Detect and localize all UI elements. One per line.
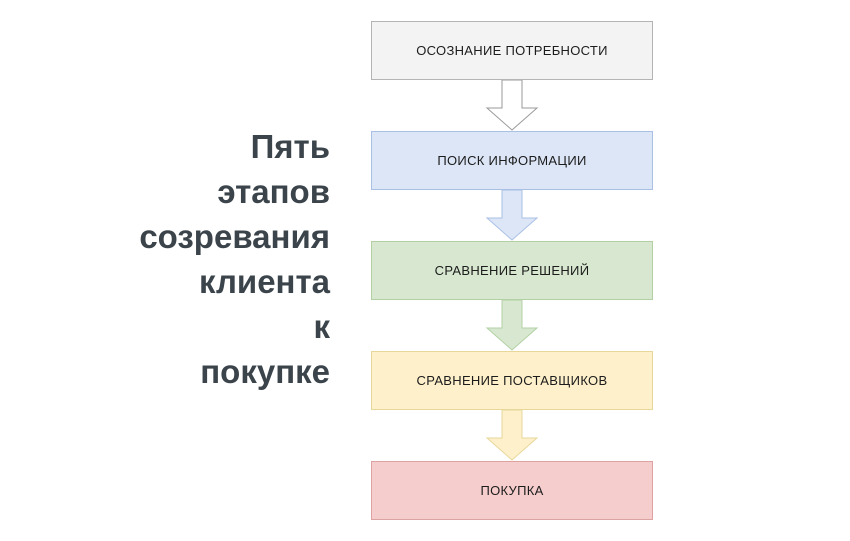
stage-box-3[interactable]: СРАВНЕНИЕ РЕШЕНИЙ: [371, 241, 653, 300]
down-arrow-icon: [485, 80, 539, 131]
title-line-1: Пять: [250, 128, 330, 165]
arrow-connector-3: [484, 300, 540, 351]
stage-label-1: ОСОЗНАНИЕ ПОТРЕБНОСТИ: [416, 43, 608, 58]
diagram-title: Пять этапов созревания клиента к покупке: [60, 124, 330, 394]
arrow-connector-1: [484, 80, 540, 131]
down-arrow-icon: [485, 190, 539, 241]
down-arrow-icon: [485, 300, 539, 351]
down-arrow-icon: [485, 410, 539, 461]
stage-label-2: ПОИСК ИНФОРМАЦИИ: [437, 153, 587, 168]
title-line-5: к: [313, 308, 330, 345]
stage-label-4: СРАВНЕНИЕ ПОСТАВЩИКОВ: [416, 373, 608, 388]
title-line-2: этапов: [217, 173, 330, 210]
stage-label-5: ПОКУПКА: [480, 483, 544, 498]
stage-box-2[interactable]: ПОИСК ИНФОРМАЦИИ: [371, 131, 653, 190]
stage-box-1[interactable]: ОСОЗНАНИЕ ПОТРЕБНОСТИ: [371, 21, 653, 80]
stage-box-5[interactable]: ПОКУПКА: [371, 461, 653, 520]
arrow-connector-4: [484, 410, 540, 461]
stage-box-4[interactable]: СРАВНЕНИЕ ПОСТАВЩИКОВ: [371, 351, 653, 410]
title-line-4: клиента: [199, 263, 330, 300]
title-line-6: покупке: [200, 353, 330, 390]
arrow-connector-2: [484, 190, 540, 241]
stage-label-3: СРАВНЕНИЕ РЕШЕНИЙ: [434, 263, 590, 278]
title-line-3: созревания: [139, 218, 330, 255]
flowchart: ОСОЗНАНИЕ ПОТРЕБНОСТИ ПОИСК ИНФОРМАЦИИ С…: [371, 21, 653, 520]
